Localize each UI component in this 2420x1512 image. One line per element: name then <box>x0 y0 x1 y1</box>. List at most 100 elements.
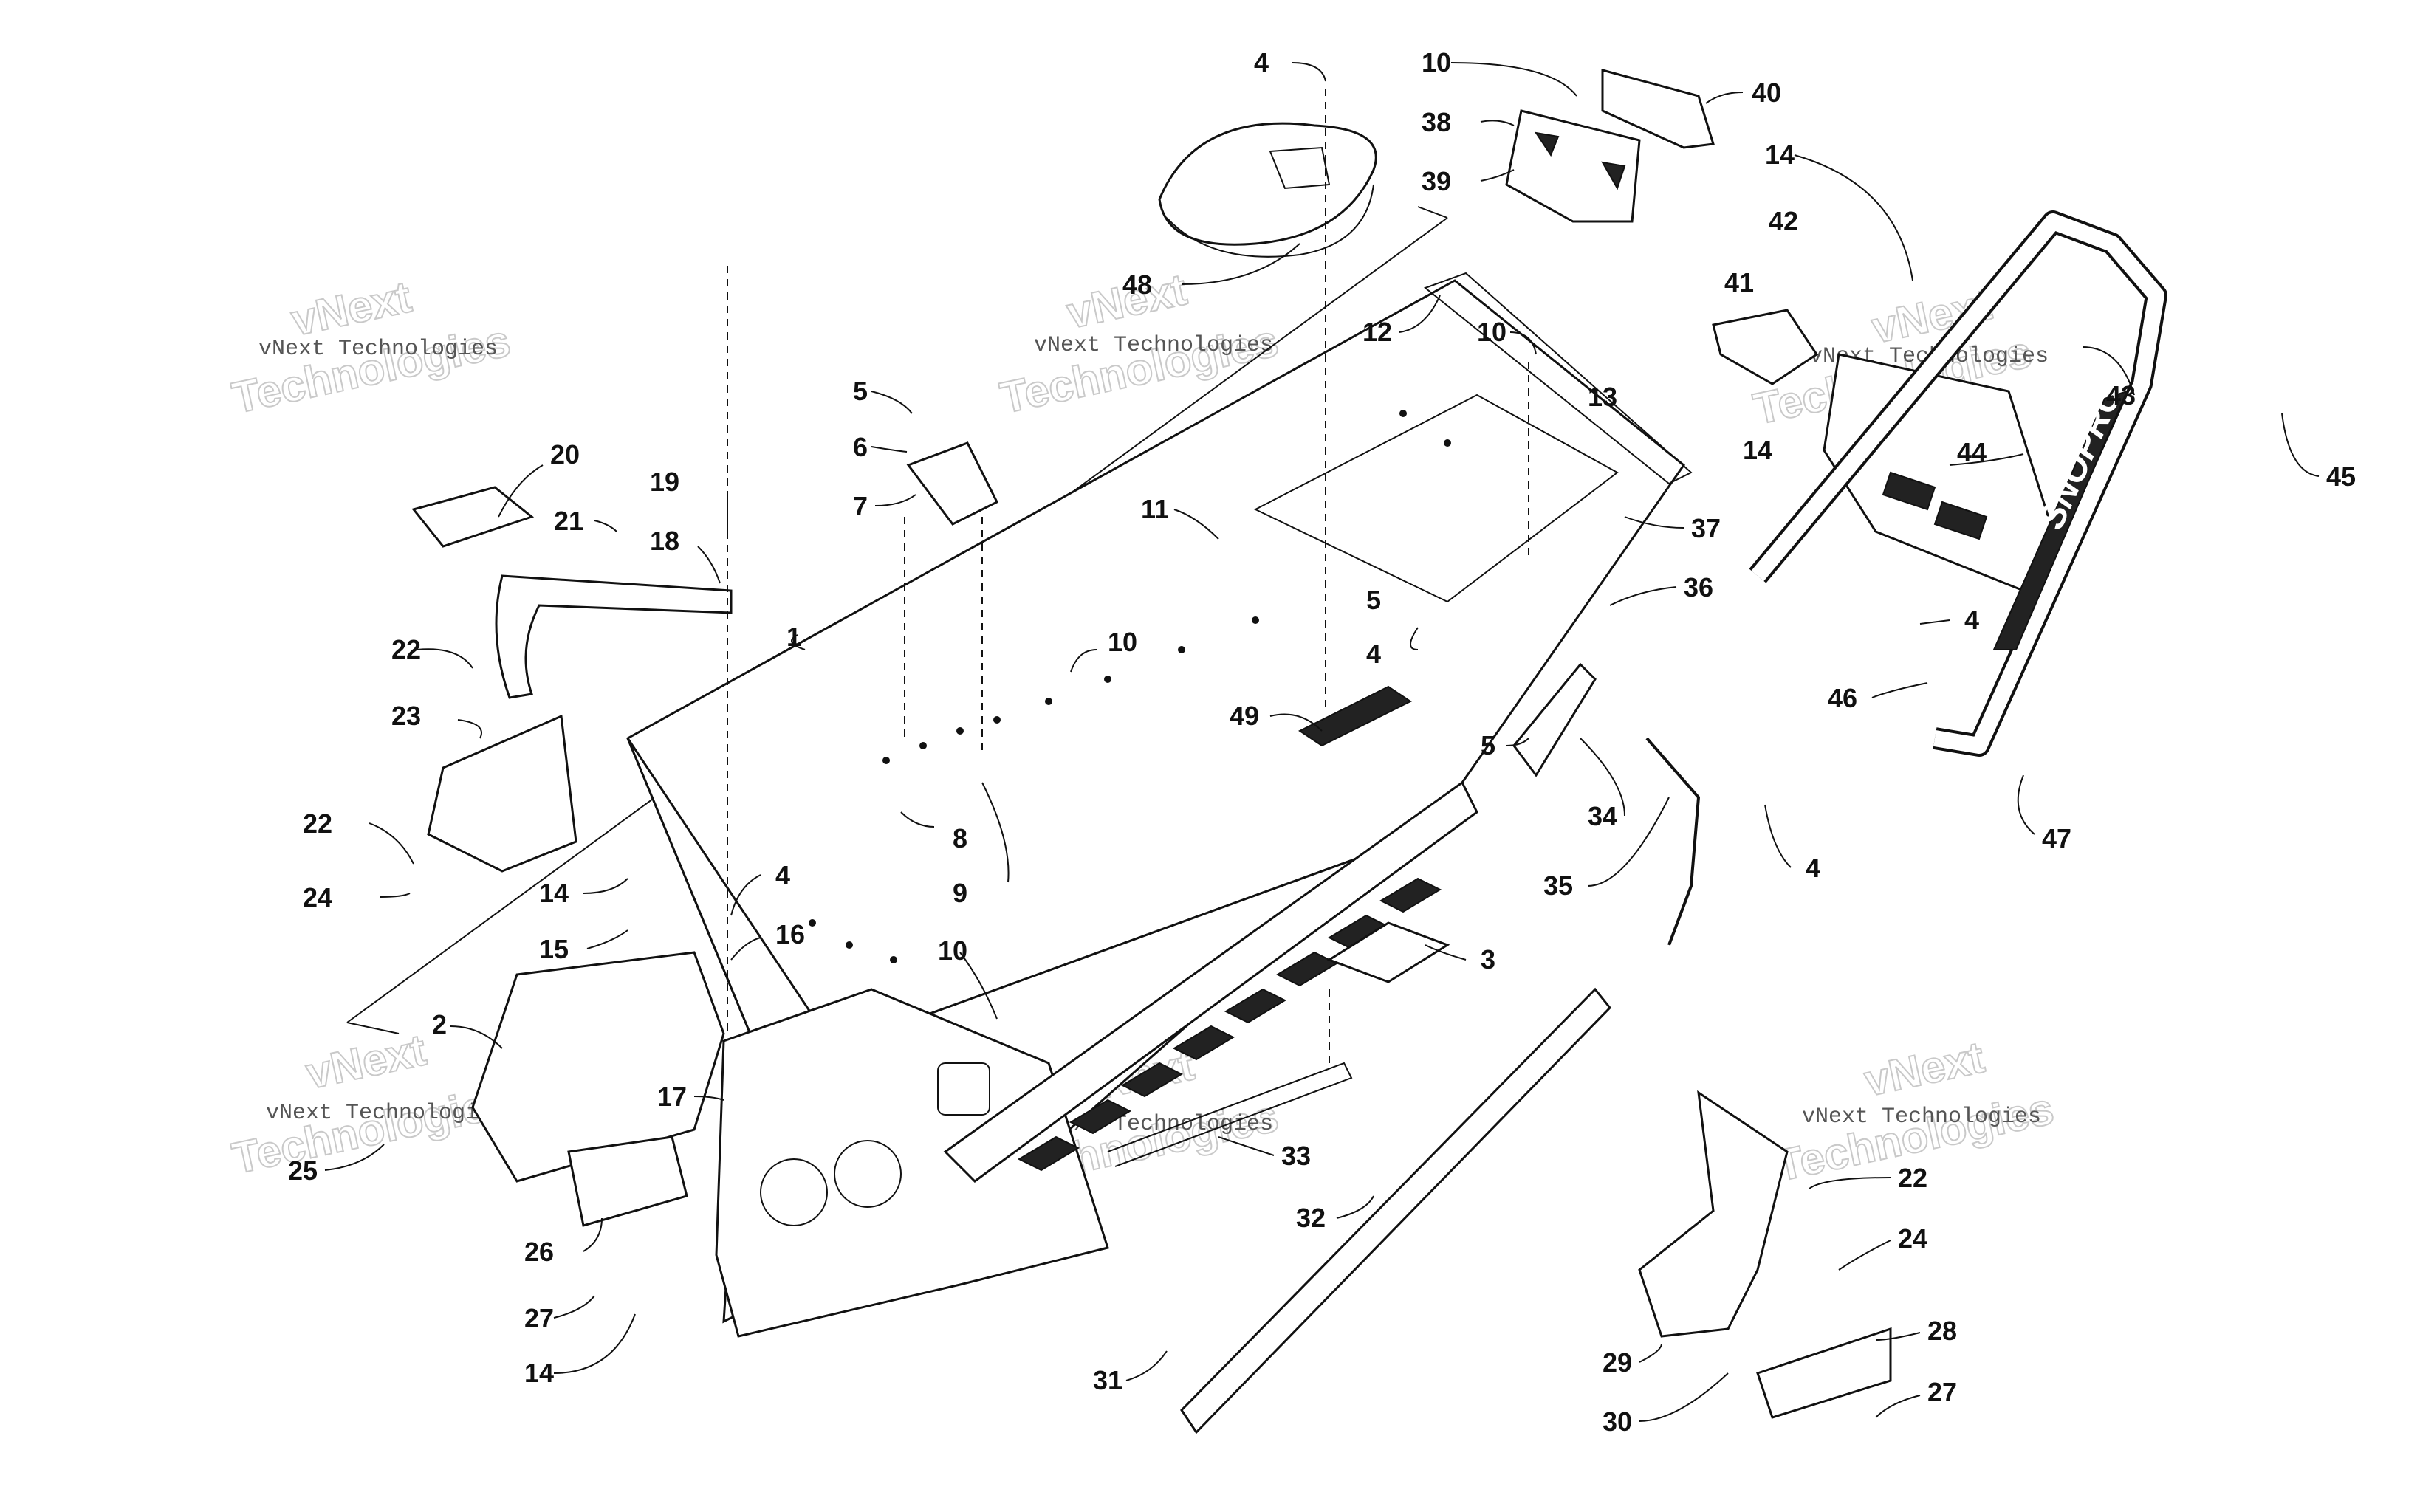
callout-7: 7 <box>853 491 868 521</box>
callout-25: 25 <box>288 1155 318 1186</box>
leader-line <box>959 952 998 1020</box>
assembly-guides <box>727 89 1529 1063</box>
callout-28: 28 <box>1927 1316 1957 1346</box>
leader-line <box>553 1295 595 1319</box>
leader-line <box>457 719 482 739</box>
footrest-cup-right <box>1756 1327 1892 1419</box>
leader-line <box>586 929 628 949</box>
leader-line <box>583 1217 603 1252</box>
callout-43: 43 <box>2106 380 2136 410</box>
bumper-decal <box>1992 390 2128 650</box>
callout-labels: 4 10 40 38 39 48 14 42 41 12 10 13 43 14… <box>288 47 2356 1437</box>
leader-line <box>417 648 473 669</box>
callout-14: 14 <box>539 878 569 908</box>
callout-leaders <box>324 62 2320 1422</box>
callout-13: 13 <box>1588 382 1617 412</box>
callout-22: 22 <box>391 634 421 664</box>
strap <box>1645 737 1701 946</box>
callout-10: 10 <box>1108 627 1137 657</box>
seat-bag <box>1158 122 1377 258</box>
leader-line <box>697 546 721 584</box>
leader-line <box>981 782 1010 883</box>
front-skid-plate <box>427 714 577 873</box>
fastener-hole <box>1399 410 1407 417</box>
callout-27: 27 <box>524 1303 554 1333</box>
leader-line <box>1764 804 1792 868</box>
front-bumper-loop <box>495 574 733 699</box>
chassis-port-right <box>834 1140 902 1208</box>
watermark-line: vNext Technologies <box>266 1101 505 1126</box>
leader-line <box>1794 154 1913 281</box>
fastener-hole <box>919 742 927 749</box>
watermark-big-top: vNext <box>1860 1032 1989 1106</box>
leader-line <box>1480 120 1515 126</box>
watermark-big-top: vNext <box>287 272 416 346</box>
footrest-cup-left <box>567 1135 688 1227</box>
leader-line <box>730 937 761 961</box>
leader-line <box>1587 797 1670 887</box>
tail-light-lens <box>1933 501 1988 540</box>
callout-22: 22 <box>303 808 332 839</box>
rail-bracket <box>1326 921 1450 983</box>
callout-14: 14 <box>1765 140 1795 170</box>
callout-5: 5 <box>853 376 868 406</box>
leader-line <box>1639 1372 1729 1422</box>
watermark-bottom-left: vNext Technologies vNext Technologies <box>227 1024 515 1184</box>
leader-line <box>1125 1350 1168 1381</box>
callout-45: 45 <box>2326 461 2356 492</box>
rear-bracket <box>1505 109 1641 223</box>
callout-36: 36 <box>1684 572 1713 602</box>
leader-line <box>1292 62 1326 82</box>
leader-line <box>1173 509 1219 540</box>
seat-bracket <box>906 441 999 526</box>
seat-bag-body <box>1158 122 1377 246</box>
callout-8: 8 <box>953 823 967 853</box>
tail-light-lens <box>1882 471 1936 511</box>
leader-line <box>1580 738 1625 817</box>
leader-line <box>900 811 935 828</box>
leader-line <box>2281 413 2320 477</box>
leader-line <box>1506 738 1529 746</box>
fastener-hole <box>1252 616 1259 624</box>
vent-slot <box>1172 1025 1235 1061</box>
callout-40: 40 <box>1752 78 1781 108</box>
fastener-hole <box>993 716 1001 724</box>
snow-flap-bracket <box>1712 309 1819 385</box>
assembly-frame-line <box>1417 206 1448 219</box>
callout-34: 34 <box>1588 801 1617 831</box>
callout-39: 39 <box>1422 166 1451 196</box>
tail-light-housing <box>1823 353 2054 592</box>
callout-24: 24 <box>1898 1223 1927 1254</box>
tunnel-vents <box>1017 877 1442 1172</box>
leader-line <box>1480 169 1515 182</box>
leader-line <box>1871 682 1928 698</box>
callout-16: 16 <box>775 919 805 949</box>
watermark-big-bottom: Technologies <box>228 316 515 423</box>
fastener-hole <box>846 941 853 949</box>
rear-bracket-slot <box>1601 161 1626 190</box>
leader-line <box>369 822 414 865</box>
leader-line <box>594 520 617 532</box>
callout-46: 46 <box>1828 683 1857 713</box>
chassis-pad <box>937 1062 990 1116</box>
footrest-bracket-left <box>471 951 725 1183</box>
tunnel-brace <box>1512 662 1597 777</box>
fastener-hole <box>1444 439 1451 447</box>
leader-line <box>1609 586 1677 606</box>
decal-strip <box>1298 685 1412 747</box>
watermark-line: vNext Technologies <box>1034 333 1273 358</box>
tail-light-lenses <box>1882 471 1988 540</box>
callout-11: 11 <box>1141 494 1169 524</box>
callout-44: 44 <box>1957 437 1987 467</box>
callout-27: 27 <box>1927 1377 1957 1407</box>
callout-6: 6 <box>853 432 868 462</box>
leader-line <box>730 874 761 916</box>
leader-line <box>1450 62 1577 97</box>
assembly-frame-line <box>346 1022 400 1034</box>
fastener-hole <box>1045 698 1052 705</box>
callout-26: 26 <box>524 1237 554 1267</box>
callout-18: 18 <box>650 526 679 556</box>
leader-line <box>498 464 544 518</box>
leader-line <box>871 446 908 453</box>
callout-48: 48 <box>1122 269 1152 300</box>
